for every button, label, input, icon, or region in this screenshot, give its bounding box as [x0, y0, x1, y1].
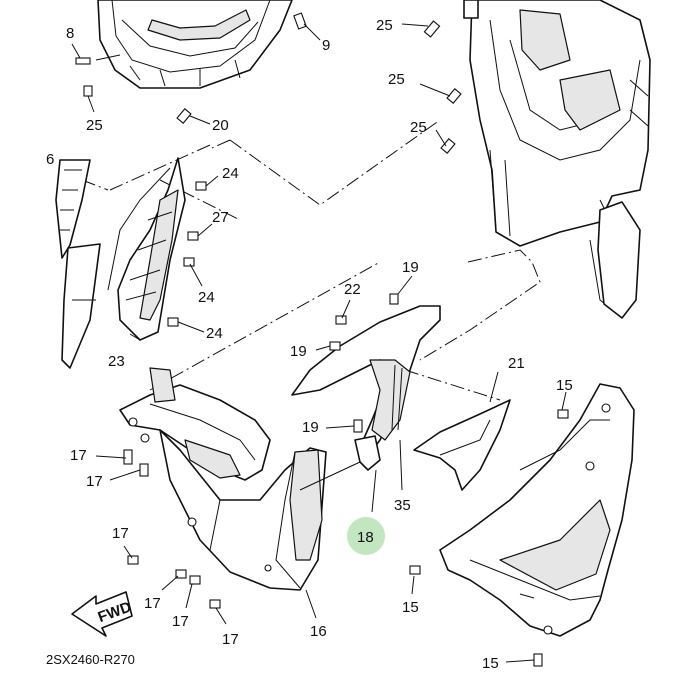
callout-24: 24: [198, 289, 215, 306]
callout-25: 25: [388, 71, 405, 88]
callout-15: 15: [556, 377, 573, 394]
callout-17: 17: [86, 473, 103, 490]
diagram-code: 2SX2460-R270: [46, 652, 135, 667]
boundary-line: [109, 144, 211, 191]
callout-23: 23: [108, 353, 125, 370]
callout-25: 25: [376, 17, 393, 34]
callout-17: 17: [144, 595, 161, 612]
callout-25: 25: [410, 119, 427, 136]
boundary-line: [419, 249, 541, 361]
callout-17: 17: [70, 447, 87, 464]
small-cover-part-21: [413, 399, 511, 491]
callout-18: 18: [357, 529, 374, 546]
lower-cover-part-16: [159, 429, 327, 591]
callout-17: 17: [172, 613, 189, 630]
leader-lines: [71, 23, 567, 663]
boundary-line: [211, 139, 231, 149]
left-duct-part: [55, 159, 101, 369]
callout-16: 16: [310, 623, 327, 640]
inner-panel-part: [463, 0, 651, 319]
callout-25: 25: [86, 117, 103, 134]
fwd-arrow-icon: FWD: [71, 591, 134, 637]
side-cover-part: [439, 383, 635, 637]
callout-19: 19: [302, 419, 319, 436]
boundary-line: [229, 119, 441, 206]
callout-22: 22: [344, 281, 361, 298]
callout-21: 21: [508, 355, 525, 372]
callout-19: 19: [402, 259, 419, 276]
callout-20: 20: [212, 117, 229, 134]
inner-bracket-part: [119, 367, 271, 481]
front-cowl-part: [97, 0, 293, 89]
callout-24: 24: [222, 165, 239, 182]
fasteners: [75, 12, 569, 667]
boundary-line: [159, 179, 241, 221]
callout-6: 6: [46, 151, 54, 168]
side-duct-part-23: [107, 157, 186, 341]
callout-17: 17: [222, 631, 239, 648]
callout-17: 17: [112, 525, 129, 542]
side-panel-part-18: [291, 305, 441, 471]
highlight-marker: [347, 517, 385, 555]
callout-35: 35: [394, 497, 411, 514]
boundary-line: [404, 369, 501, 401]
boundary-line: [149, 261, 381, 391]
callout-15: 15: [402, 599, 419, 616]
callout-9: 9: [322, 37, 330, 54]
callout-8: 8: [66, 25, 74, 42]
callout-19: 19: [290, 343, 307, 360]
callout-27: 27: [212, 209, 229, 226]
callout-24: 24: [206, 325, 223, 342]
callout-15: 15: [482, 655, 499, 672]
